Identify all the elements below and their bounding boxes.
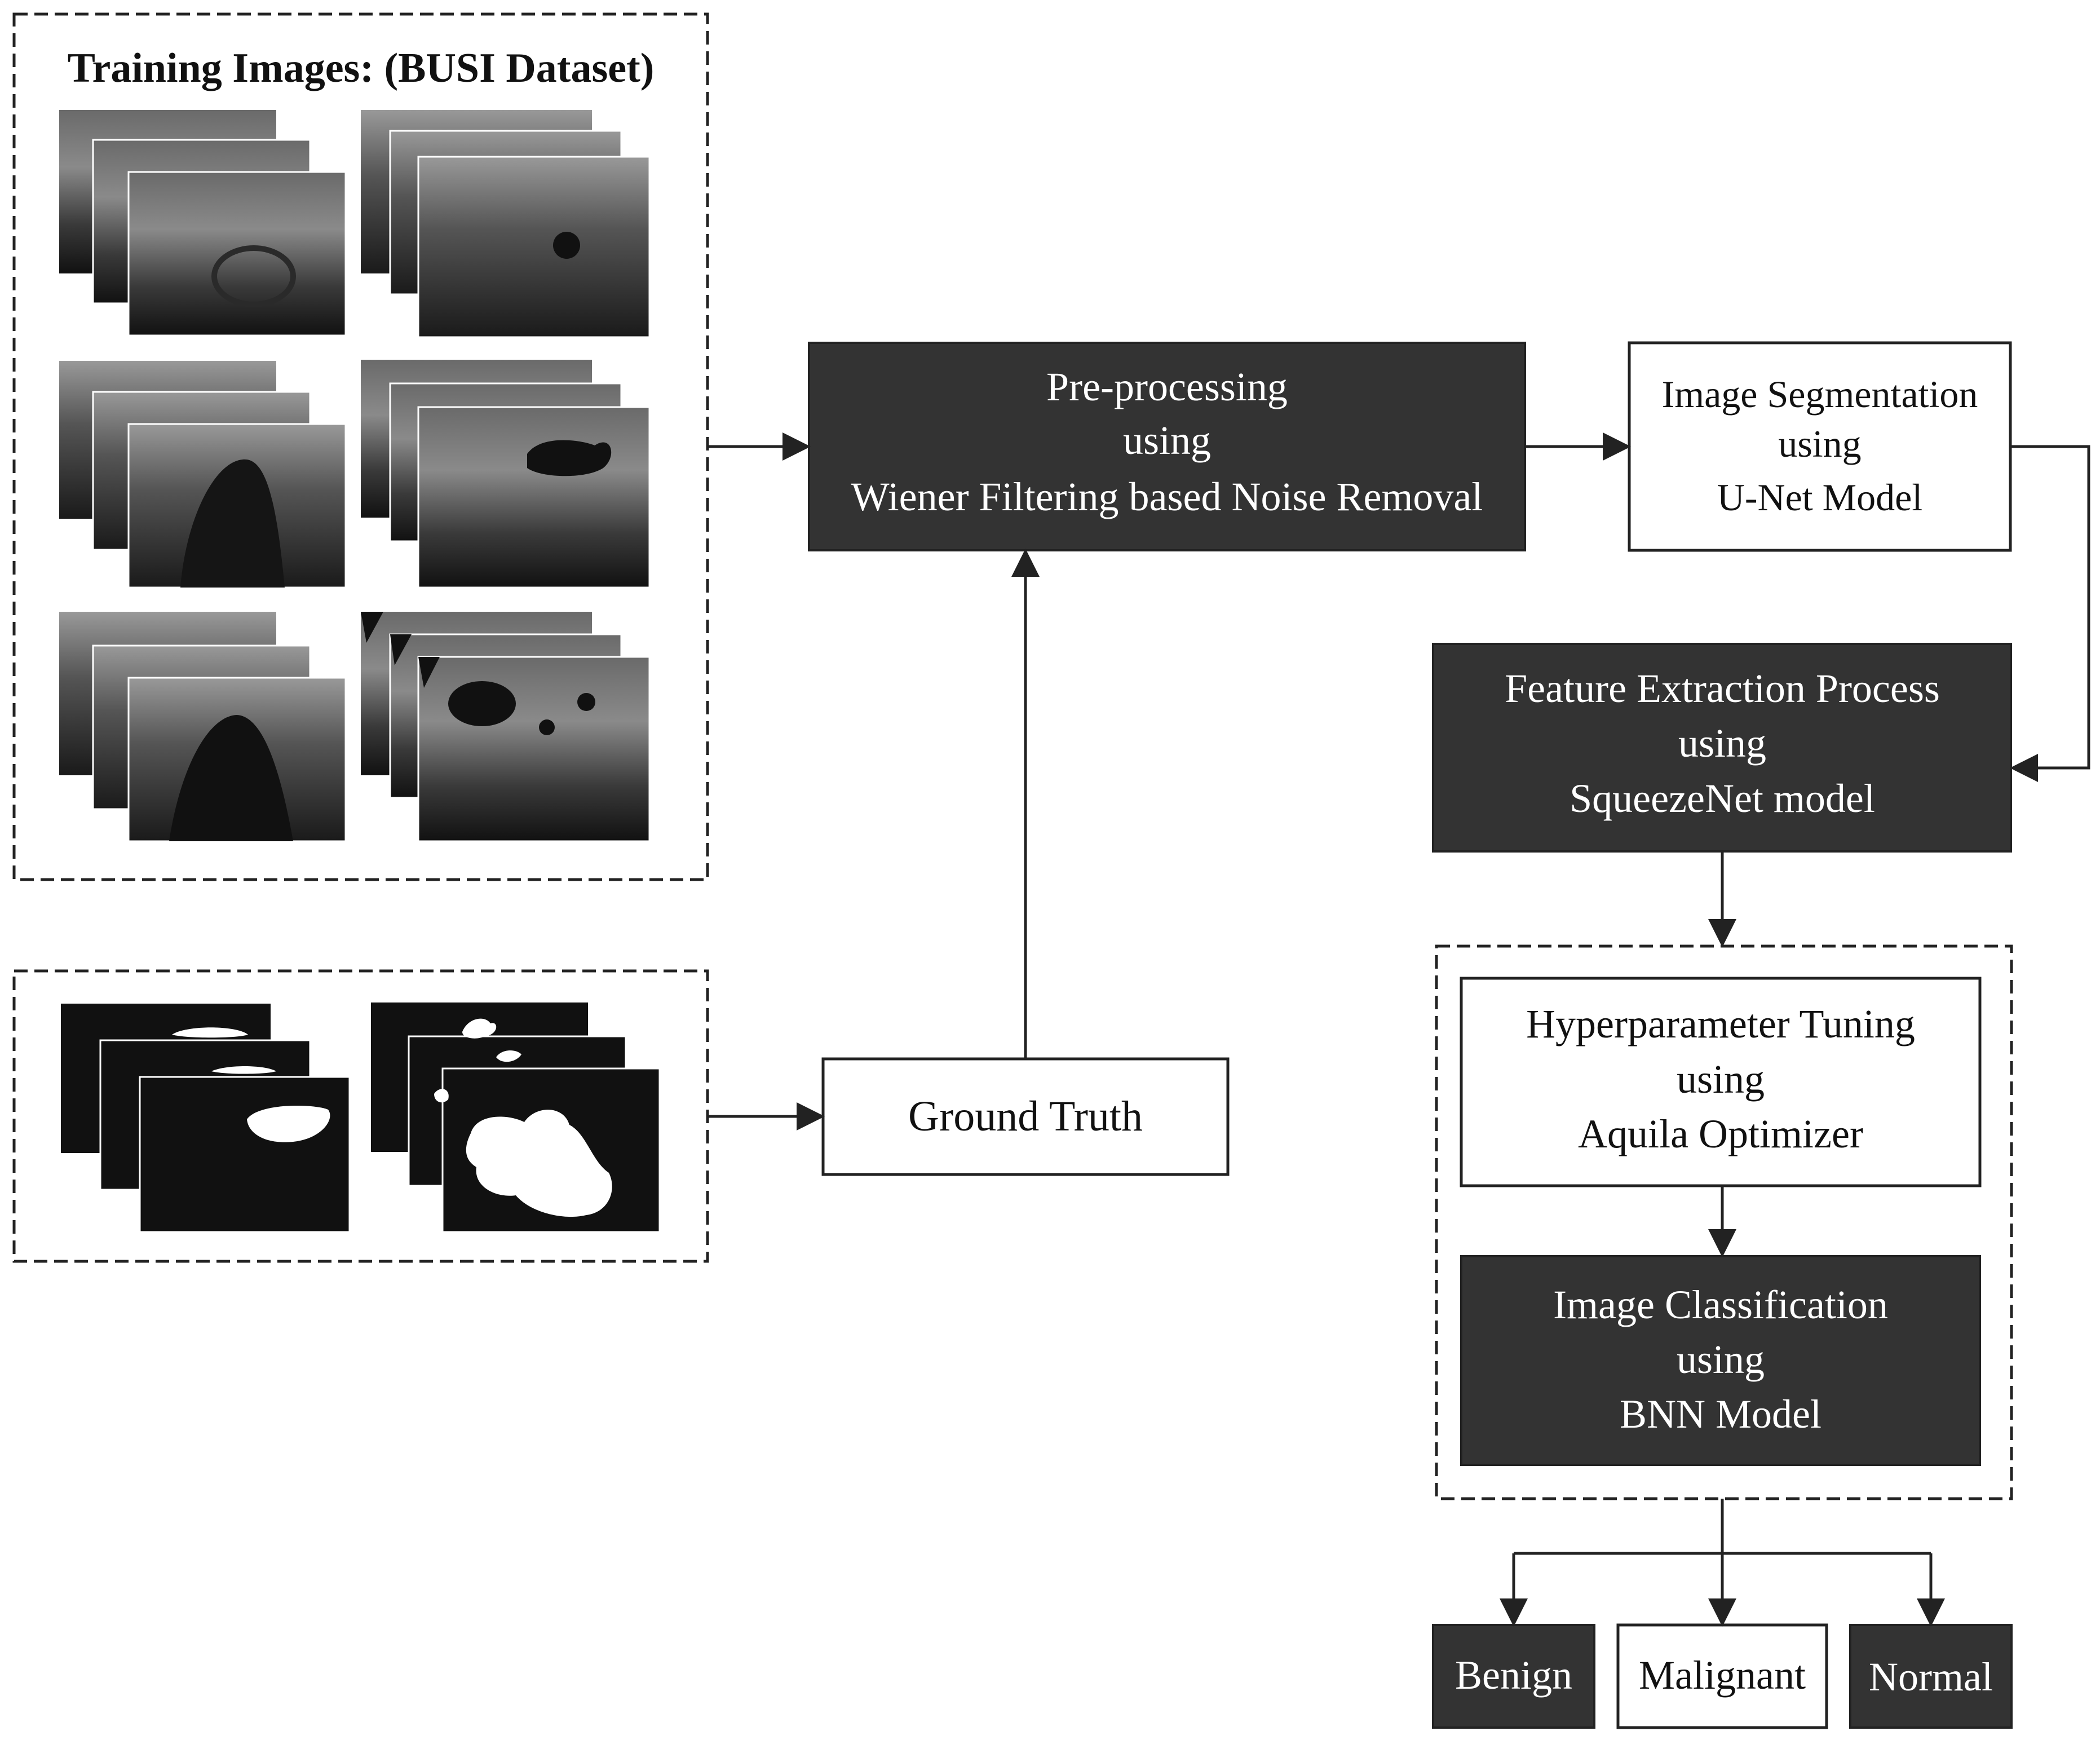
segmentation-box: Image Segmentation using U-Net Model (1628, 341, 2012, 552)
ultrasound-image-stack (361, 110, 651, 338)
feature-extraction-line1: Feature Extraction Process (1505, 666, 1940, 711)
ultrasound-image-stack (361, 360, 651, 589)
hyperparameter-tuning-line3: Aquila Optimizer (1578, 1111, 1863, 1156)
mask-image-stack (61, 1004, 351, 1233)
ground-truth-label: Ground Truth (908, 1093, 1143, 1140)
preprocessing-line1: Pre-processing (1046, 364, 1288, 409)
ultrasound-image-stack (59, 361, 347, 589)
classification-box: Image Classification using BNN Model (1460, 1255, 1981, 1466)
preprocessing-line3: Wiener Filtering based Noise Removal (851, 474, 1483, 519)
feature-extraction-box: Feature Extraction Process using Squeeze… (1432, 643, 2012, 853)
output-normal-label: Normal (1869, 1654, 1993, 1699)
feature-extraction-line3: SqueezeNet model (1570, 776, 1875, 821)
ground-truth-box: Ground Truth (821, 1057, 1230, 1176)
classification-line3: BNN Model (1620, 1392, 1822, 1437)
ground-truth-masks-panel (12, 969, 709, 1263)
output-malignant-box: Malignant (1616, 1623, 1828, 1729)
output-benign-label: Benign (1455, 1653, 1572, 1698)
ultrasound-image-stack (59, 110, 347, 337)
training-images-panel: Training Images: (BUSI Dataset) (12, 12, 709, 881)
hyperparameter-tuning-box: Hyperparameter Tuning using Aquila Optim… (1460, 977, 1982, 1187)
hyperparameter-tuning-line2: using (1677, 1057, 1765, 1102)
segmentation-line1: Image Segmentation (1662, 373, 1978, 416)
mask-image-stack (371, 1003, 661, 1233)
ultrasound-image-stack (361, 612, 651, 842)
segmentation-line3: U-Net Model (1717, 476, 1922, 519)
feature-extraction-line2: using (1678, 721, 1766, 766)
preprocessing-box: Pre-processing using Wiener Filtering ba… (808, 342, 1526, 551)
ultrasound-image-stack (59, 612, 347, 842)
preprocessing-line2: using (1123, 418, 1211, 463)
output-normal-box: Normal (1849, 1624, 2013, 1729)
classification-line1: Image Classification (1553, 1282, 1888, 1327)
arrow-segmentation-to-feature-extraction (2010, 445, 2090, 782)
training-panel-title: Training Images: (BUSI Dataset) (68, 45, 655, 91)
connectors (708, 432, 2090, 1627)
output-benign-box: Benign (1432, 1624, 1595, 1729)
hyperparameter-tuning-line1: Hyperparameter Tuning (1526, 1001, 1915, 1046)
segmentation-line2: using (1778, 422, 1861, 465)
output-malignant-label: Malignant (1639, 1653, 1806, 1698)
classification-line2: using (1677, 1337, 1765, 1382)
